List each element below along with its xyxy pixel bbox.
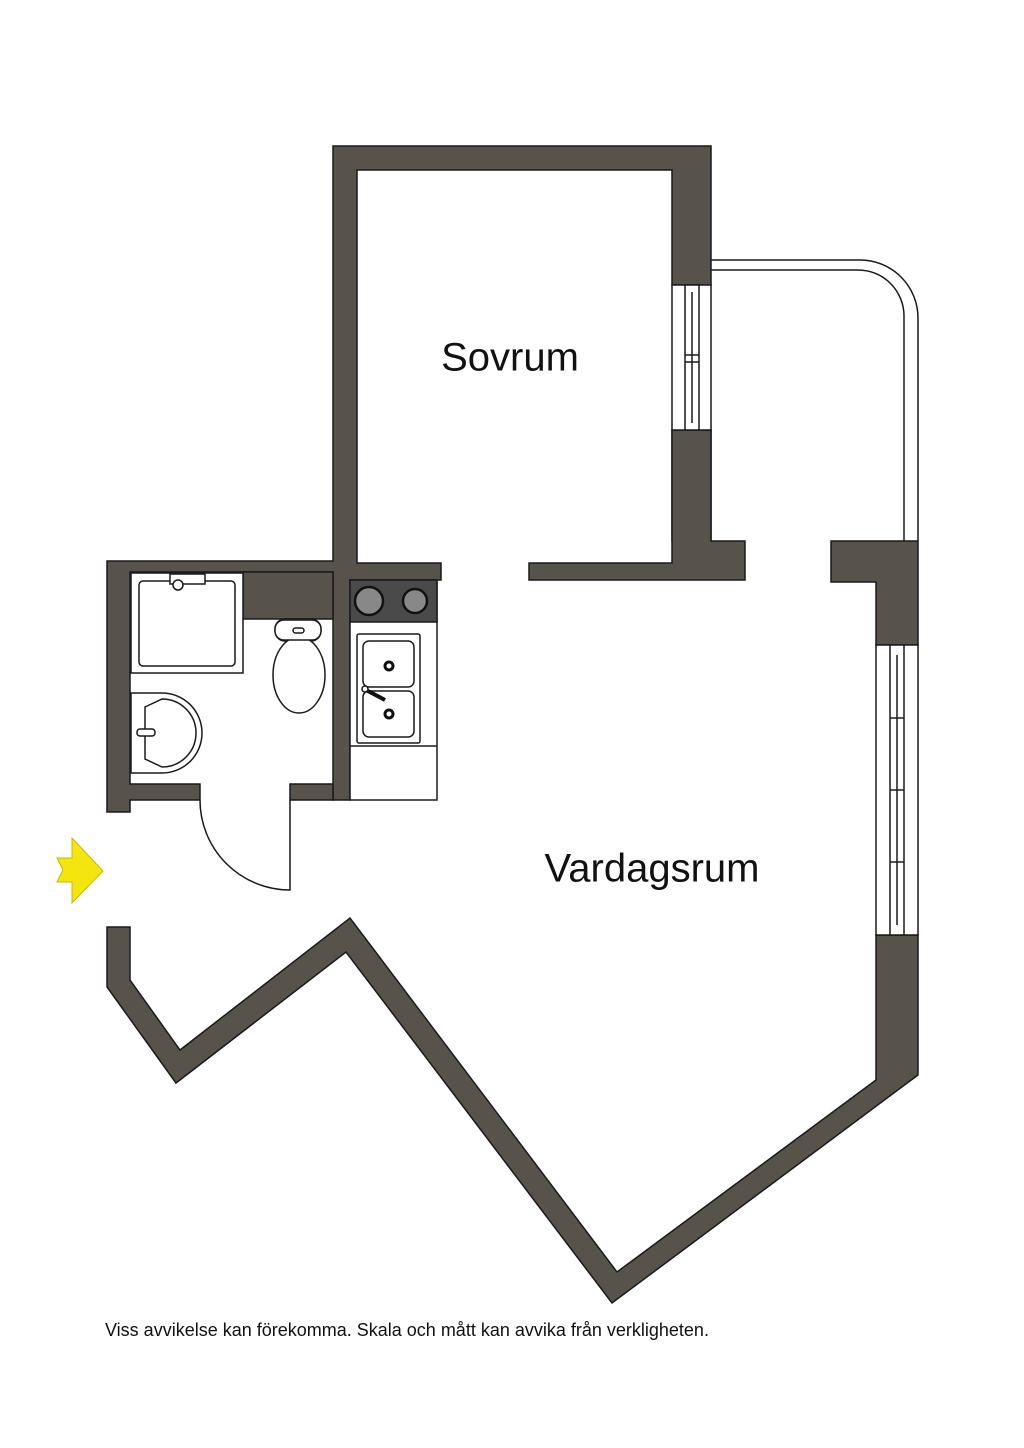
- washbasin-icon: [130, 692, 203, 774]
- disclaimer-text: Viss avvikelse kan förekomma. Skala och …: [105, 1320, 709, 1340]
- entrance-arrow-icon: [56, 836, 104, 905]
- sink-icon: [356, 633, 421, 744]
- toilet-icon: [272, 618, 326, 714]
- door-swing-icon: [199, 799, 291, 891]
- window-icon: [671, 284, 712, 431]
- stove-icon: [349, 579, 438, 623]
- balcony-railing-icon: [711, 259, 919, 541]
- window-icon: [875, 644, 919, 936]
- shower-icon: [130, 572, 244, 674]
- room-label-bedroom: Sovrum: [441, 335, 579, 380]
- room-label-living-room: Vardagsrum: [544, 846, 760, 891]
- walls: [106, 145, 919, 1305]
